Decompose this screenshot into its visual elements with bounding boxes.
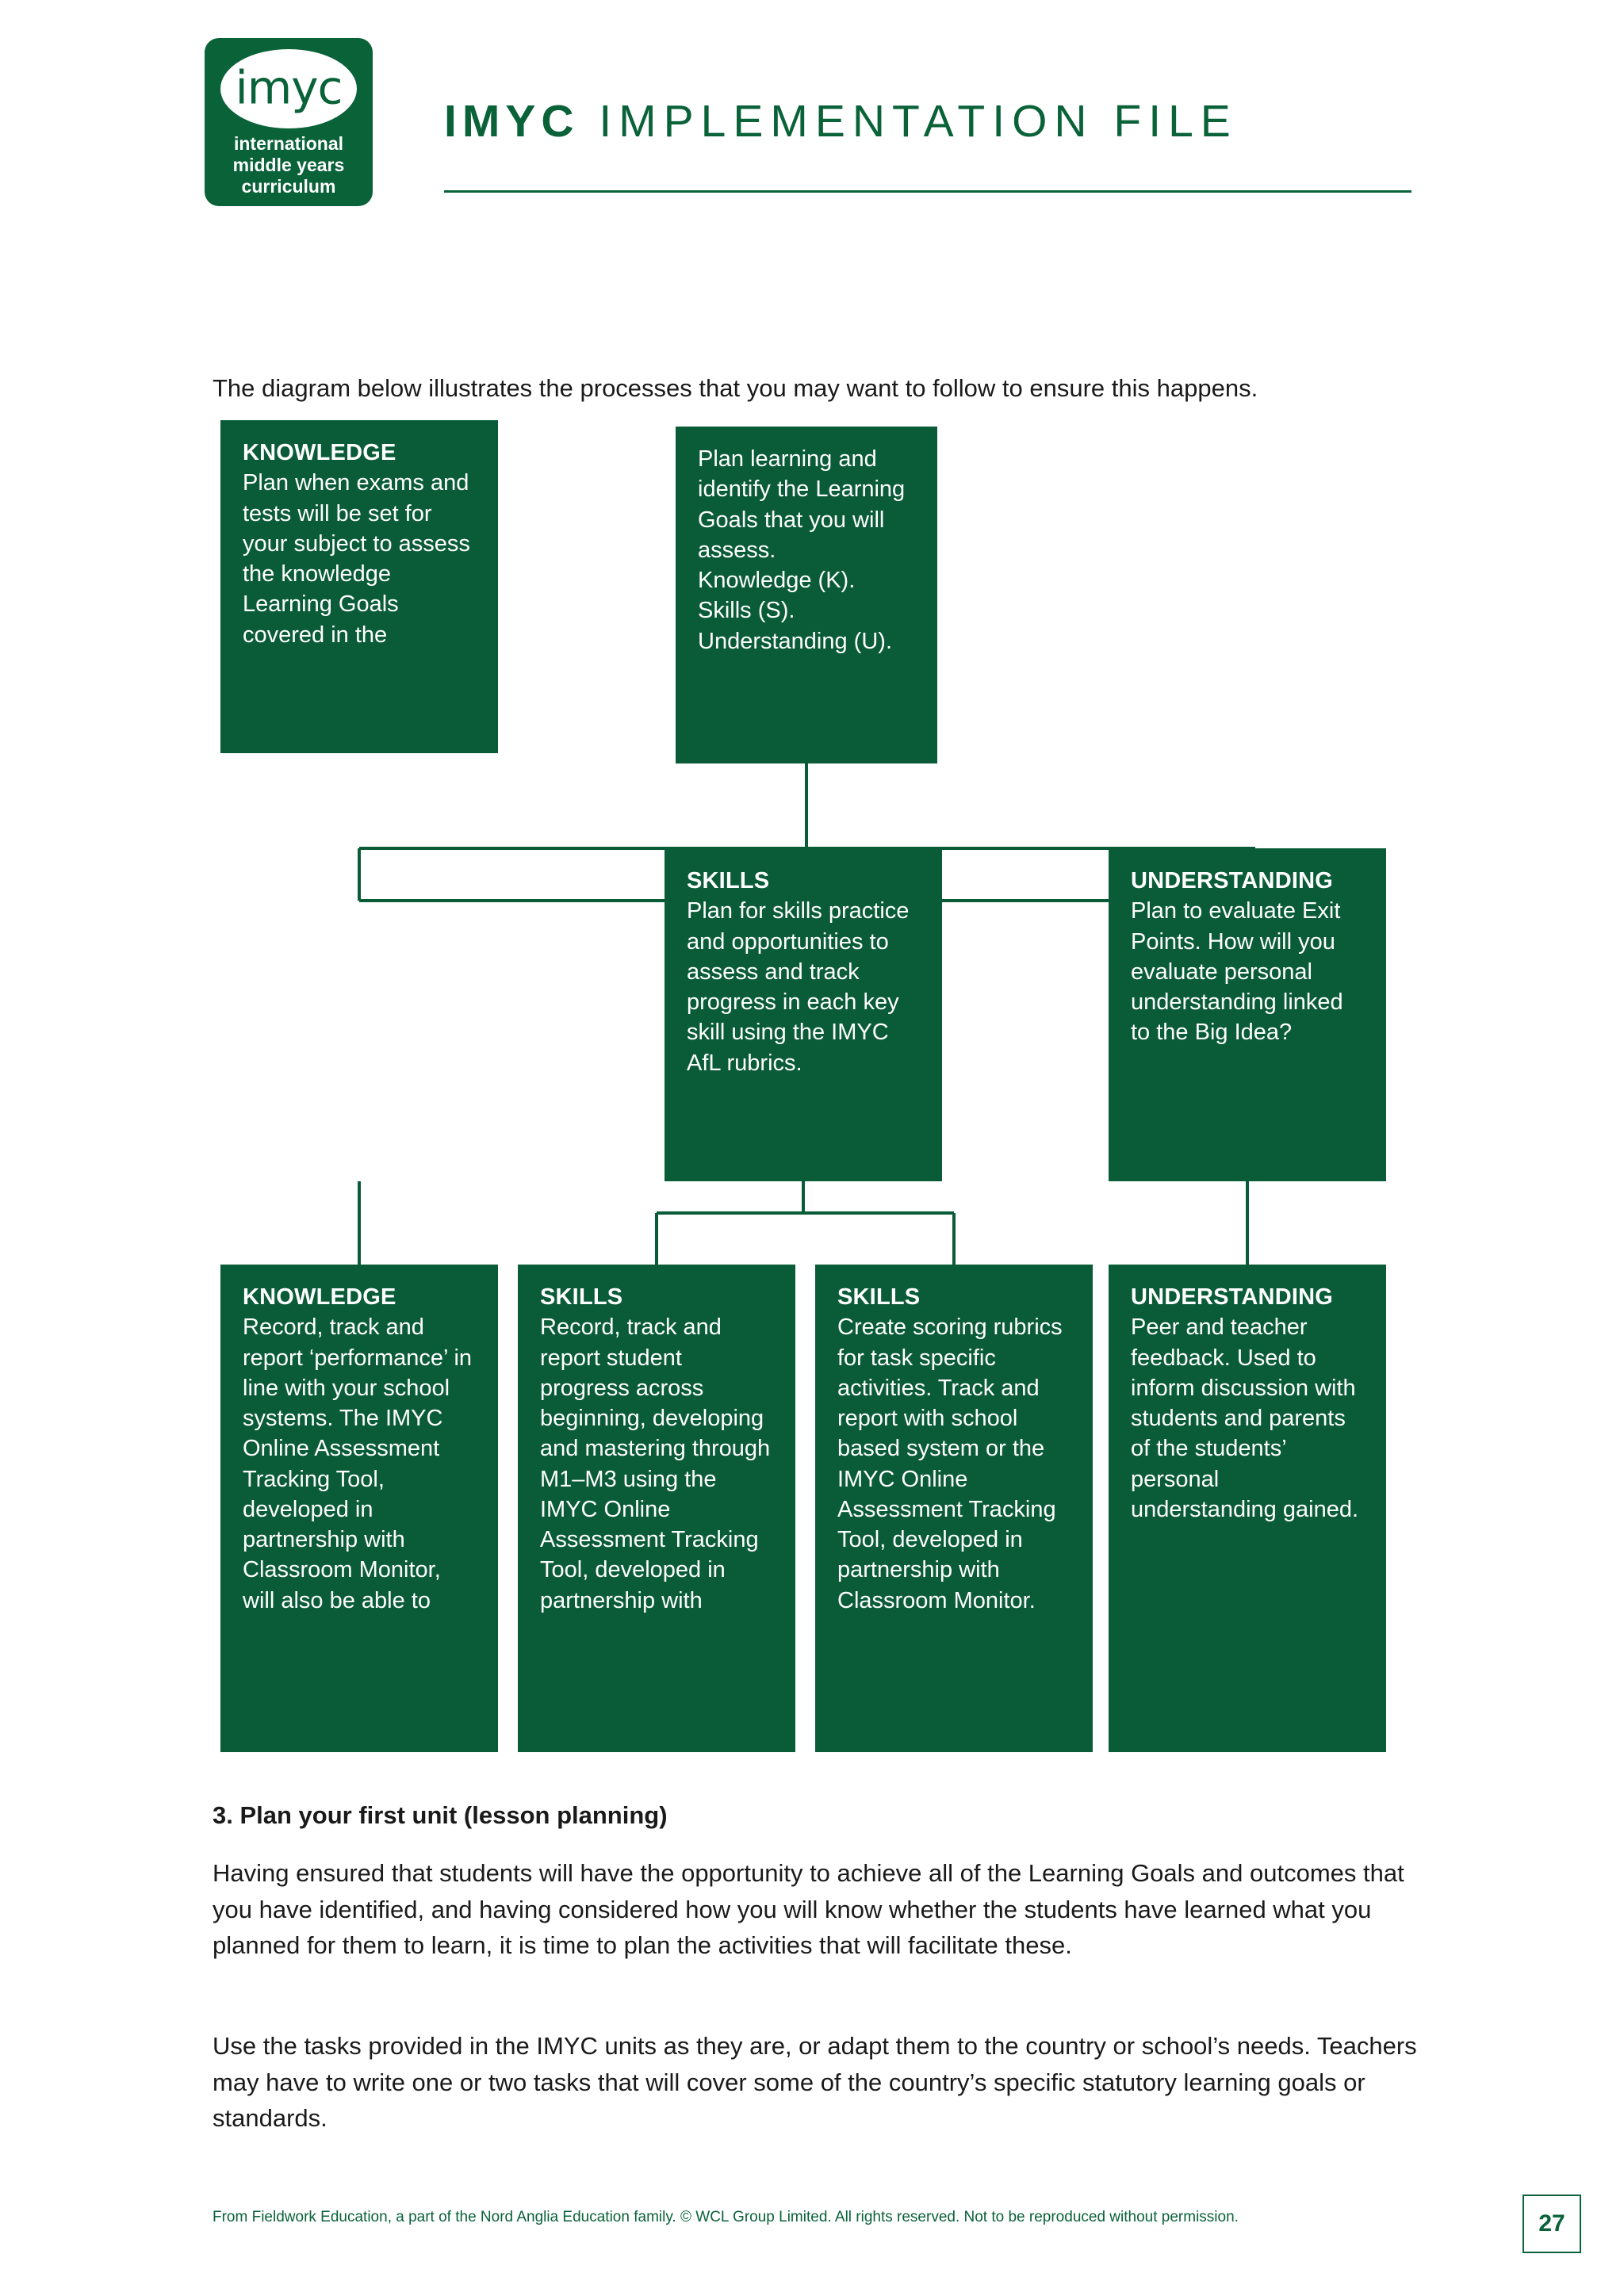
diagram-node-row2-skills: SKILLS Plan for skills practice and oppo… bbox=[665, 848, 942, 1181]
node-heading: SKILLS bbox=[540, 1284, 623, 1310]
body-paragraph-1: Having ensured that students will have t… bbox=[213, 1859, 1404, 1960]
logo-wordmark: imyc bbox=[235, 60, 343, 115]
node-body: Peer and teacher feedback. Used to infor… bbox=[1131, 1314, 1359, 1522]
diagram-node-plan-learning: Plan learning and identify the Learning … bbox=[676, 427, 937, 763]
node-body: Plan when exams and tests will be set fo… bbox=[243, 470, 470, 648]
node-heading: UNDERSTANDING bbox=[1131, 868, 1334, 894]
page-title-brand: IMYC bbox=[444, 96, 580, 147]
diagram-node-row3-understanding: UNDERSTANDING Peer and teacher feedback.… bbox=[1109, 1265, 1386, 1752]
node-heading: SKILLS bbox=[687, 868, 770, 894]
logo-subtitle-line-1: international bbox=[233, 133, 343, 154]
imyc-logo: imyc international middle years curricul… bbox=[205, 38, 373, 206]
node-body: Record, track and report student progres… bbox=[540, 1314, 771, 1613]
diagram-node-row2-understanding: UNDERSTANDING Plan to evaluate Exit Poin… bbox=[1109, 848, 1386, 1181]
node-heading: UNDERSTANDING bbox=[1131, 1284, 1334, 1310]
logo-subtitle: international middle years curriculum bbox=[205, 133, 373, 197]
node-heading: KNOWLEDGE bbox=[243, 440, 396, 465]
body-paragraph-2: Use the tasks provided in the IMYC units… bbox=[213, 2032, 1417, 2133]
intro-text: The diagram below illustrates the proces… bbox=[213, 374, 1258, 402]
diagram-node-row2-knowledge: KNOWLEDGE Plan when exams and tests will… bbox=[220, 420, 498, 753]
footer-credit: From Fieldwork Education, a part of the … bbox=[213, 2209, 1239, 2225]
node-heading: KNOWLEDGE bbox=[243, 1284, 396, 1310]
header-divider bbox=[444, 190, 1411, 193]
node-body: Plan learning and identify the Learning … bbox=[698, 446, 906, 654]
page-header: imyc international middle years curricul… bbox=[0, 0, 1624, 238]
logo-subtitle-line-2: middle years bbox=[232, 154, 345, 175]
node-heading: SKILLS bbox=[837, 1284, 921, 1310]
page-title: IMYC IMPLEMENTATION FILE bbox=[444, 95, 1411, 147]
node-body: Plan to evaluate Exit Points. How will y… bbox=[1131, 898, 1343, 1046]
diagram-node-row3-skills-rubrics: SKILLS Create scoring rubrics for task s… bbox=[815, 1265, 1093, 1752]
diagram-node-row3-knowledge: KNOWLEDGE Record, track and report ‘perf… bbox=[220, 1265, 498, 1752]
logo-subtitle-line-3: curriculum bbox=[241, 175, 336, 197]
page-title-rest: IMPLEMENTATION FILE bbox=[579, 96, 1238, 147]
node-body: Plan for skills practice and opportuniti… bbox=[687, 898, 910, 1076]
section-heading: 3. Plan your first unit (lesson planning… bbox=[213, 1801, 668, 1829]
logo-oval-badge: imyc bbox=[220, 49, 357, 128]
diagram-connectors bbox=[358, 763, 1257, 1265]
node-body: Create scoring rubrics for task specific… bbox=[837, 1314, 1063, 1613]
page-number: 27 bbox=[1522, 2195, 1581, 2253]
diagram-node-row3-skills-record: SKILLS Record, track and report student … bbox=[518, 1265, 795, 1752]
process-diagram: Plan learning and identify the Learning … bbox=[0, 420, 1624, 1752]
node-body: Record, track and report ‘performance’ i… bbox=[243, 1314, 473, 1613]
